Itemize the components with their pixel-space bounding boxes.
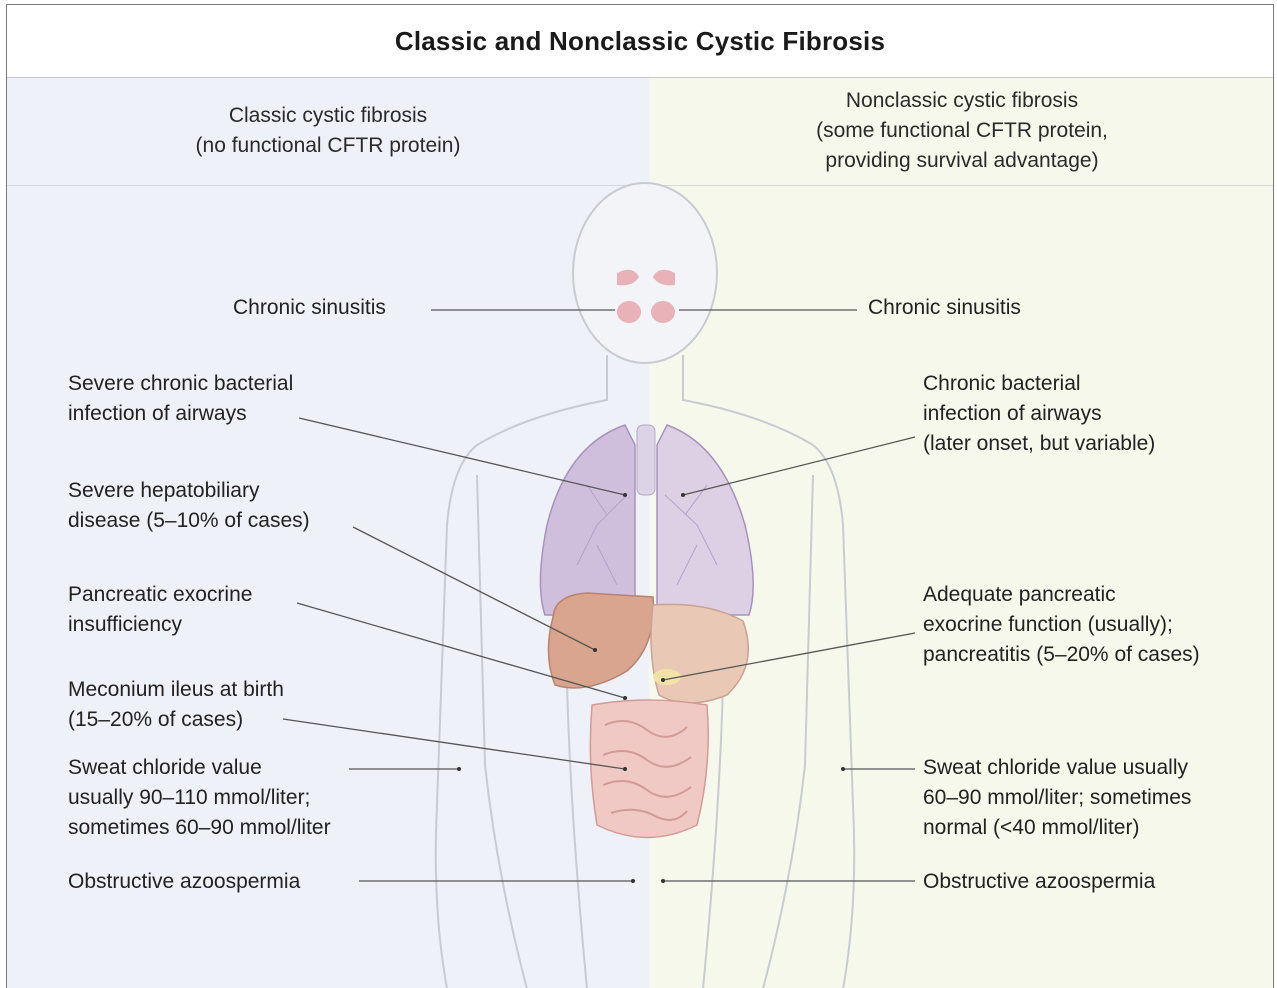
label-line: Severe chronic bacterial xyxy=(68,369,293,399)
body-silhouette xyxy=(436,183,855,988)
stomach xyxy=(651,604,748,703)
liver xyxy=(548,593,653,688)
label-line: Severe hepatobiliary xyxy=(68,476,310,506)
label-line: normal (<40 mmol/liter) xyxy=(923,813,1191,843)
label-line: 60–90 mmol/liter; sometimes xyxy=(923,783,1191,813)
label-nonclassic-sinusitis: Chronic sinusitis xyxy=(868,293,1021,323)
label-nonclassic-pancreas: Adequate pancreatic exocrine function (u… xyxy=(923,580,1200,670)
label-line: sometimes 60–90 mmol/liter xyxy=(68,813,331,843)
label-classic-airways: Severe chronic bacterial infection of ai… xyxy=(68,369,293,429)
label-nonclassic-azoospermia: Obstructive azoospermia xyxy=(923,867,1155,897)
label-line: Chronic sinusitis xyxy=(868,293,1021,323)
label-line: Chronic sinusitis xyxy=(233,293,386,323)
figure-frame: Classic and Nonclassic Cystic Fibrosis C… xyxy=(6,4,1274,988)
label-line: Sweat chloride value xyxy=(68,753,331,783)
label-line: Pancreatic exocrine xyxy=(68,580,252,610)
label-line: Sweat chloride value usually xyxy=(923,753,1191,783)
leader-line-airways-left xyxy=(299,418,625,495)
label-line: Chronic bacterial xyxy=(923,369,1155,399)
label-line: pancreatitis (5–20% of cases) xyxy=(923,640,1200,670)
label-classic-azoospermia: Obstructive azoospermia xyxy=(68,867,300,897)
label-line: exocrine function (usually); xyxy=(923,610,1200,640)
label-line: insufficiency xyxy=(68,610,252,640)
label-line: disease (5–10% of cases) xyxy=(68,506,310,536)
label-line: Adequate pancreatic xyxy=(923,580,1200,610)
label-line: infection of airways xyxy=(923,399,1155,429)
label-line: usually 90–110 mmol/liter; xyxy=(68,783,331,813)
leader-line-meconium xyxy=(283,719,625,769)
label-classic-pancreas: Pancreatic exocrine insufficiency xyxy=(68,580,252,640)
label-line: Meconium ileus at birth xyxy=(68,675,284,705)
label-classic-hepatobiliary: Severe hepatobiliary disease (5–10% of c… xyxy=(68,476,310,536)
label-classic-meconium: Meconium ileus at birth (15–20% of cases… xyxy=(68,675,284,735)
label-line: Obstructive azoospermia xyxy=(923,867,1155,897)
label-line: (15–20% of cases) xyxy=(68,705,284,735)
label-nonclassic-sweat: Sweat chloride value usually 60–90 mmol/… xyxy=(923,753,1191,843)
label-line: infection of airways xyxy=(68,399,293,429)
intestines xyxy=(590,700,708,838)
label-nonclassic-airways: Chronic bacterial infection of airways (… xyxy=(923,369,1155,459)
label-line: Obstructive azoospermia xyxy=(68,867,300,897)
label-classic-sweat: Sweat chloride value usually 90–110 mmol… xyxy=(68,753,331,843)
trachea xyxy=(637,425,655,495)
label-classic-sinusitis: Chronic sinusitis xyxy=(233,293,386,323)
label-line: (later onset, but variable) xyxy=(923,429,1155,459)
